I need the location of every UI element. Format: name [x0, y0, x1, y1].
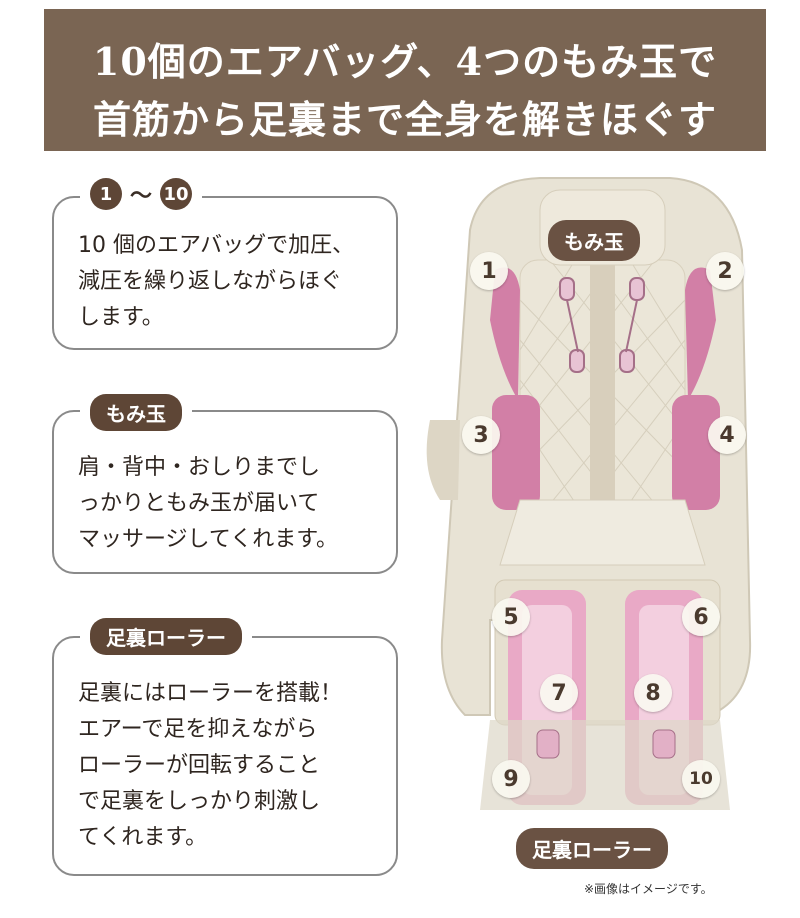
- text-line: 減圧を繰り返しながらほぐ: [78, 269, 343, 294]
- foot-roller-label: 足裏ローラー: [516, 828, 668, 869]
- text-line: マッサージしてくれます。: [78, 527, 339, 552]
- foot-roller-tag: 足裏ローラー: [80, 618, 252, 655]
- tag-label: 足裏ローラー: [90, 618, 242, 655]
- text-line: ローラーが回転すること: [78, 753, 321, 778]
- text-line: で足裏をしっかり刺激し: [78, 789, 321, 814]
- text-line: 10 個のエアバッグで加圧、: [78, 233, 355, 258]
- headline-line-1: 10個のエアバッグ、4つのもみ玉で: [92, 39, 718, 84]
- range-separator: 〜: [130, 184, 153, 209]
- massage-ball-label: もみ玉: [548, 220, 640, 261]
- airbag-number-3: 3: [462, 416, 500, 454]
- airbag-number-6: 6: [682, 598, 720, 636]
- tag-label: もみ玉: [90, 394, 182, 431]
- image-disclaimer: ※画像はイメージです。: [584, 882, 713, 896]
- airbag-number-4: 4: [708, 416, 746, 454]
- airbag-tag: 1 〜 10: [80, 178, 203, 210]
- massage-chair-illustration: [426, 177, 752, 810]
- massage-ball-info-box: 肩・背中・おしりまでし っかりともみ玉が届いて マッサージしてくれます。: [52, 410, 398, 574]
- text-line: エアーで足を抑えながら: [78, 717, 318, 742]
- text-line: 肩・背中・おしりまでし: [78, 455, 321, 480]
- airbag-number-5: 5: [492, 598, 530, 636]
- airbag-number-7: 7: [540, 674, 578, 712]
- foot-roller-info-box: 足裏にはローラーを搭載！ エアーで足を抑えながら ローラーが回転すること で足裏…: [52, 636, 398, 876]
- airbag-info-box: 10 個のエアバッグで加圧、 減圧を繰り返しながらほぐ します。: [52, 196, 398, 350]
- number-badge: 10: [160, 178, 193, 210]
- foot-roller-description: 足裏にはローラーを搭載！ エアーで足を抑えながら ローラーが回転すること で足裏…: [78, 676, 382, 856]
- text-line: てくれます。: [78, 825, 208, 850]
- airbag-number-2: 2: [706, 252, 744, 290]
- airbag-number-1: 1: [470, 252, 508, 290]
- massage-ball-description: 肩・背中・おしりまでし っかりともみ玉が届いて マッサージしてくれます。: [78, 450, 382, 558]
- number-badge: 1: [90, 178, 122, 210]
- massage-ball-tag: もみ玉: [80, 394, 192, 431]
- headline-line-2: 首筋から足裏まで全身を解きほぐす: [92, 97, 717, 142]
- airbag-number-10: 10: [682, 760, 720, 798]
- airbag-number-8: 8: [634, 674, 672, 712]
- header-banner: 10個のエアバッグ、4つのもみ玉で 首筋から足裏まで全身を解きほぐす: [44, 9, 766, 151]
- text-line: 足裏にはローラーを搭載！: [78, 681, 343, 706]
- text-line: っかりともみ玉が届いて: [78, 491, 320, 516]
- airbag-description: 10 個のエアバッグで加圧、 減圧を繰り返しながらほぐ します。: [78, 228, 382, 336]
- text-line: します。: [78, 305, 164, 330]
- airbag-number-9: 9: [492, 760, 530, 798]
